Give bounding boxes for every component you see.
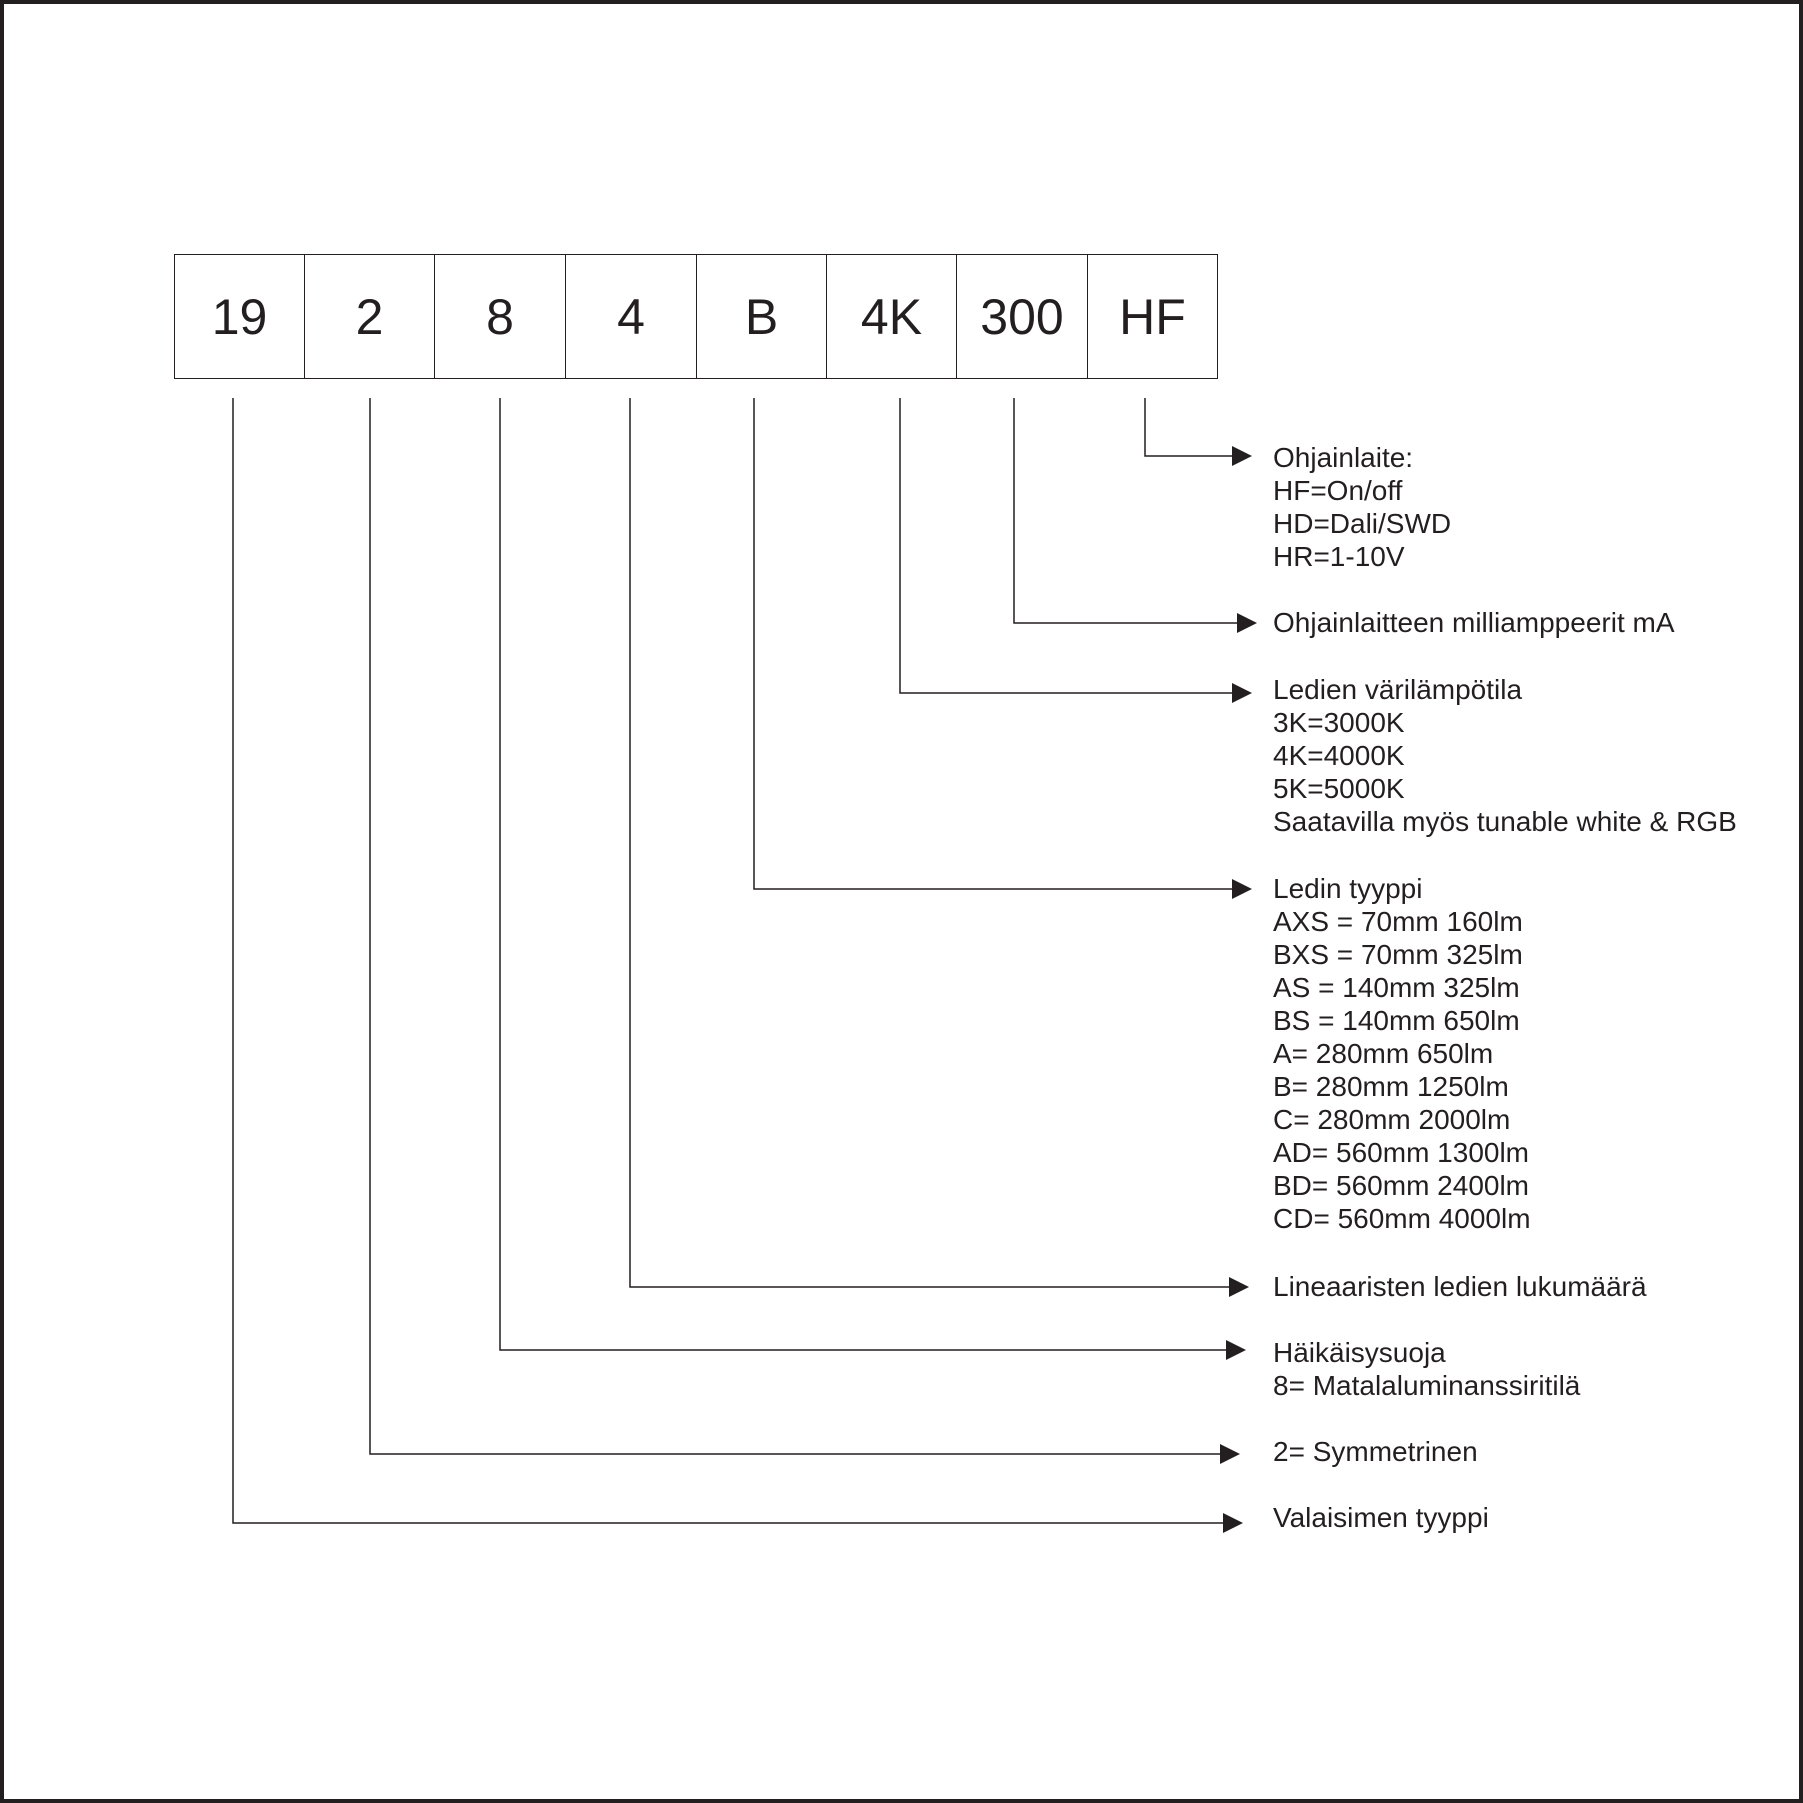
description-milliampeerit: Ohjainlaitteen milliamppeerit mA (1273, 606, 1675, 639)
description-line: BD= 560mm 2400lm (1273, 1170, 1530, 1201)
description-line: CD= 560mm 4000lm (1273, 1203, 1531, 1234)
connector-ohjainlaite (1144, 398, 1252, 466)
connector-line (1013, 398, 1237, 624)
arrowhead-icon (1237, 613, 1257, 633)
description-heading: Lineaaristen ledien lukumäärä (1273, 1271, 1647, 1302)
description-line: AS = 140mm 325lm (1273, 972, 1520, 1003)
description-line: AXS = 70mm 160lm (1273, 906, 1523, 937)
code-box-ohjainlaite: HF (1087, 254, 1218, 379)
description-heading: Ohjainlaite: (1273, 442, 1414, 473)
description-line: BXS = 70mm 325lm (1273, 939, 1523, 970)
description-line: HR=1-10V (1273, 541, 1405, 572)
connector-line (369, 398, 1220, 1455)
connector-milliampeerit (1013, 398, 1257, 633)
description-heading: Ohjainlaitteen milliamppeerit mA (1273, 607, 1675, 638)
arrowhead-icon (1220, 1444, 1240, 1464)
description-line: A= 280mm 650lm (1273, 1038, 1494, 1069)
code-label: 2 (355, 288, 384, 345)
connector-ledien-lukumaara (629, 398, 1249, 1297)
connector-varilampotila (899, 398, 1252, 703)
description-line: AD= 560mm 1300lm (1273, 1137, 1530, 1168)
code-label: B (744, 288, 779, 345)
arrowhead-icon (1226, 1340, 1246, 1360)
code-box-milliampeerit: 300 (956, 254, 1088, 379)
connector-line (629, 398, 1229, 1288)
description-line: HF=On/off (1273, 475, 1403, 506)
connector-line (899, 398, 1232, 694)
description-haikaisysuoja: Häikäisysuoja 8= Matalaluminanssiritilä (1273, 1336, 1580, 1402)
code-label: 4K (860, 288, 923, 345)
description-line: B= 280mm 1250lm (1273, 1071, 1509, 1102)
connector-line (753, 398, 1232, 890)
code-box-haikaisysuoja: 8 (434, 254, 566, 379)
description-ohjainlaite: Ohjainlaite: HF=On/off HD=Dali/SWD HR=1-… (1273, 441, 1451, 573)
description-line: 5K=5000K (1273, 773, 1405, 804)
connector-haikaisysuoja (499, 398, 1246, 1360)
description-varilampotila: Ledien värilämpötila 3K=3000K 4K=4000K 5… (1273, 673, 1737, 838)
description-line: 3K=3000K (1273, 707, 1405, 738)
description-line: BS = 140mm 650lm (1273, 1005, 1520, 1036)
code-label: 4 (617, 288, 645, 345)
description-heading: Häikäisysuoja (1273, 1337, 1446, 1368)
description-line: C= 280mm 2000lm (1273, 1104, 1511, 1135)
description-ledin-tyyppi: Ledin tyyppi AXS = 70mm 160lm BXS = 70mm… (1273, 872, 1531, 1235)
description-heading: Ledien värilämpötila (1273, 674, 1523, 705)
code-box-varilampotila: 4K (826, 254, 957, 379)
code-label: 19 (211, 288, 268, 345)
code-label: 300 (980, 288, 1064, 345)
code-box-ledien-lukumaara: 4 (565, 254, 697, 379)
description-line: 4K=4000K (1273, 740, 1405, 771)
arrowhead-icon (1232, 683, 1252, 703)
code-label: 8 (486, 288, 514, 345)
connector-line (499, 398, 1226, 1351)
code-box-ledin-tyyppi: B (696, 254, 827, 379)
description-heading: Valaisimen tyyppi (1273, 1502, 1489, 1533)
code-label: HF (1119, 288, 1186, 345)
connector-ledin-tyyppi (753, 398, 1252, 899)
arrowhead-icon (1232, 879, 1252, 899)
arrowhead-icon (1229, 1277, 1249, 1297)
description-heading: 2= Symmetrinen (1273, 1436, 1478, 1467)
description-symmetria: 2= Symmetrinen (1273, 1435, 1478, 1468)
description-line: Saatavilla myös tunable white & RGB (1273, 806, 1737, 837)
connector-lines (232, 398, 1257, 1533)
description-ledien-lukumaara: Lineaaristen ledien lukumäärä (1273, 1270, 1647, 1303)
connector-line (232, 398, 1223, 1524)
description-heading: Ledin tyyppi (1273, 873, 1423, 904)
code-box-symmetria: 2 (304, 254, 435, 379)
code-box-valaisimen-tyyppi: 19 (174, 254, 305, 379)
connector-valaisimen-tyyppi (232, 398, 1243, 1533)
description-line: HD=Dali/SWD (1273, 508, 1452, 539)
description-valaisimen-tyyppi: Valaisimen tyyppi (1273, 1501, 1489, 1534)
connector-symmetria (369, 398, 1240, 1464)
connector-line (1144, 398, 1232, 457)
description-line: 8= Matalaluminanssiritilä (1273, 1370, 1581, 1401)
arrowhead-icon (1223, 1513, 1243, 1533)
arrowhead-icon (1232, 446, 1252, 466)
